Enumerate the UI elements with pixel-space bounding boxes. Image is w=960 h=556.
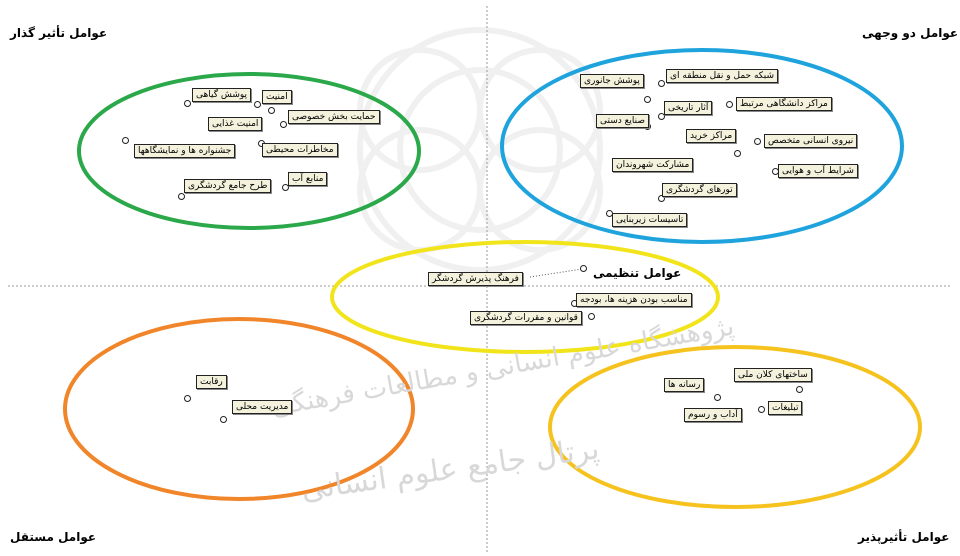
- node-competition: رقابت: [196, 375, 227, 389]
- connector-line: [529, 268, 583, 278]
- node-dot: [254, 101, 261, 108]
- node-dot: [184, 100, 191, 107]
- node-dot: [658, 80, 665, 87]
- node-infrastructure: تاسیسات زیربنایی: [612, 213, 688, 227]
- node-national-macro-structures: ساختهای کلان ملی: [734, 368, 812, 382]
- dependent-group-ellipse: [548, 345, 922, 509]
- node-environmental-hazards: مخاطرات محیطی: [262, 143, 338, 157]
- node-tourism-master-plan: طرح جامع گردشگری: [184, 179, 272, 193]
- influential-group-ellipse: [77, 72, 421, 230]
- node-dot: [184, 395, 191, 402]
- watermark-emblem: [357, 27, 603, 273]
- node-university-centers: مراکز دانشگاهی مرتبط: [736, 97, 832, 111]
- node-shopping-centers: مراکز خرید: [686, 129, 737, 143]
- node-dot: [122, 137, 129, 144]
- node-fauna: پوشش جانوری: [580, 74, 644, 88]
- node-private-sector-support: حمایت بخش خصوصی: [288, 110, 380, 124]
- node-dot: [758, 406, 765, 413]
- node-vegetation: پوشش گیاهی: [192, 88, 252, 102]
- node-festivals-exhibitions: جشنواره ها و نمایشگاهها: [134, 144, 236, 158]
- node-customs-traditions: آداب و رسوم: [684, 408, 742, 422]
- quadrant-label-top-left: عوامل تأثیر گذار: [10, 26, 108, 40]
- node-cost-budget: مناسب بودن هزینه ها، بودجه: [576, 293, 692, 307]
- node-dot: [588, 313, 595, 320]
- node-dot: [734, 150, 741, 157]
- dual-group-ellipse: [500, 48, 904, 244]
- node-dot: [220, 416, 227, 423]
- node-water-resources: منابع آب: [288, 172, 328, 186]
- node-dot: [268, 107, 275, 114]
- node-citizen-participation: مشارکت شهروندان: [612, 158, 694, 172]
- node-advertising: تبلیغات: [768, 401, 803, 415]
- node-dot: [644, 96, 651, 103]
- quadrant-label-bottom-left: عوامل مستقل: [10, 530, 97, 544]
- node-dot: [178, 193, 185, 200]
- node-dot: [280, 121, 287, 128]
- node-dot: [282, 184, 289, 191]
- node-dot: [796, 386, 803, 393]
- node-dot: [580, 265, 587, 272]
- node-media: رسانه ها: [664, 378, 705, 392]
- node-dot: [658, 195, 665, 202]
- quadrant-label-bottom-right: عوامل تأثیرپذیر: [858, 530, 950, 544]
- quadrant-label-top-right: عوامل دو وجهی: [862, 26, 959, 40]
- node-dot: [714, 394, 721, 401]
- regulatory-group-title: عوامل تنظیمی: [593, 266, 682, 280]
- regulatory-group-ellipse: [330, 240, 720, 354]
- node-regional-transport: شبکه حمل و نقل منطقه ای: [666, 69, 779, 83]
- node-dot: [726, 101, 733, 108]
- node-dot: [658, 113, 665, 120]
- node-specialized-workforce: نیروی انسانی متخصص: [764, 134, 858, 148]
- node-local-management: مدیریت محلی: [232, 400, 293, 414]
- independent-group-ellipse: [63, 317, 415, 501]
- node-food-security: امنیت غذایی: [208, 117, 263, 131]
- node-tourism-tours: تورهای گردشگری: [662, 183, 737, 197]
- node-climate-conditions: شرایط آب و هوایی: [778, 164, 858, 178]
- node-security: امنیت: [262, 90, 292, 104]
- node-tourist-acceptance-culture: فرهنگ پذیرش گردشگر: [428, 272, 523, 286]
- node-historical-sites: آثار تاریخی: [664, 101, 713, 115]
- node-handicrafts: صنایع دستی: [596, 114, 650, 128]
- node-dot: [754, 138, 761, 145]
- node-tourism-laws: قوانین و مقررات گردشگری: [470, 311, 582, 325]
